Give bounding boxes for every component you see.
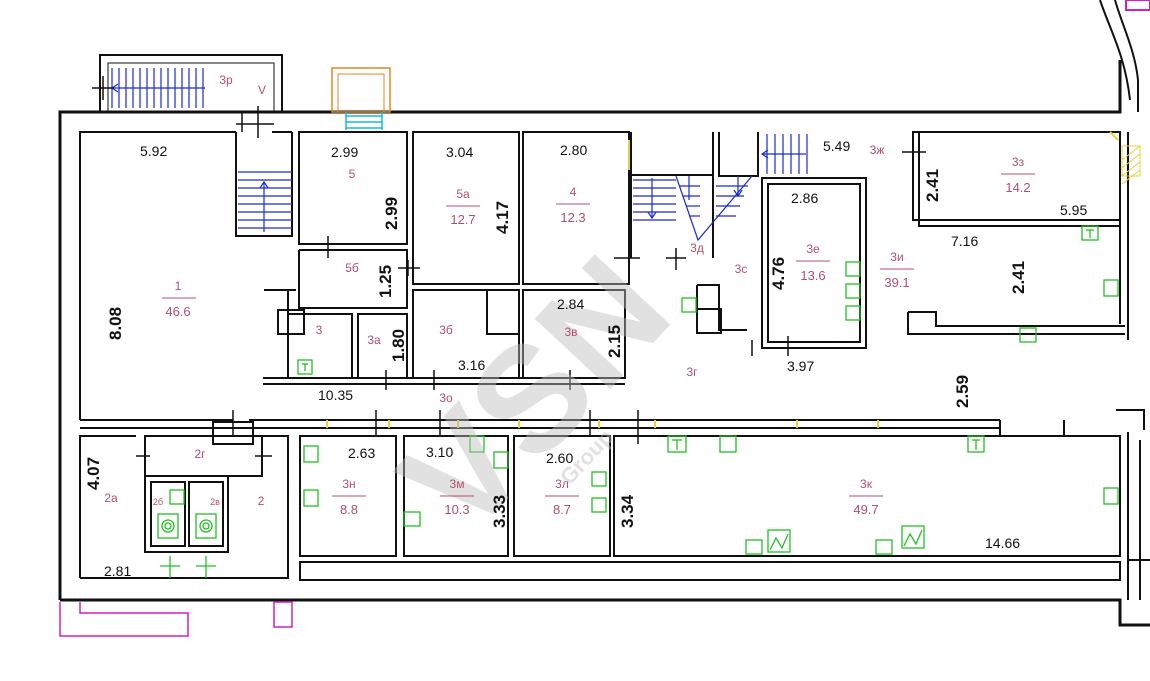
room-3m-name: 3м	[450, 477, 465, 491]
dim-1035: 10.35	[318, 387, 353, 403]
room-2g-name: 2г	[194, 447, 206, 461]
interior-walls	[79, 131, 1150, 600]
room-4-name: 4	[570, 185, 577, 199]
watermark-text: VSN	[367, 224, 700, 564]
room-3k-name: 3к	[860, 477, 873, 491]
dim-259: 2.59	[953, 375, 972, 408]
stair-3e	[760, 134, 808, 174]
dim-260: 2.60	[546, 450, 573, 466]
dim-263: 2.63	[348, 445, 375, 461]
toilets	[157, 513, 217, 578]
dim-316: 3.16	[458, 357, 485, 373]
dim-595: 5.95	[1060, 202, 1087, 218]
room-2-name: 2	[258, 494, 265, 508]
room-3g-name: 3г	[686, 365, 698, 379]
room-3a-name: 3а	[367, 333, 381, 347]
room-3r-name: 3р	[219, 73, 233, 87]
room-5a-name: 5а	[456, 187, 470, 201]
v-mark: V	[258, 83, 266, 97]
stair-1	[238, 171, 292, 232]
exterior-walls	[58, 60, 1150, 627]
dim-180: 1.80	[389, 329, 408, 362]
room-3-name: 3	[316, 323, 323, 337]
room-2b-name: 2б	[153, 497, 163, 507]
room-3z-area: 14.2	[1005, 180, 1030, 195]
wall-ticks	[136, 142, 926, 464]
stair-3d	[633, 175, 753, 242]
entrance-canopy	[331, 67, 391, 130]
room-3o-name: 3о	[439, 391, 453, 405]
room-3k-area: 49.7	[853, 502, 878, 517]
dim-417: 4.17	[493, 201, 512, 234]
hatched-area	[1121, 145, 1141, 185]
dim-808: 8.08	[106, 307, 125, 340]
dim-286: 2.86	[791, 190, 818, 206]
dim-1466: 14.66	[985, 535, 1020, 551]
room-5b-name: 5б	[345, 261, 359, 275]
dim-397: 3.97	[787, 358, 814, 374]
room-3e-name: 3е	[806, 242, 820, 256]
room-3n-area: 8.8	[340, 502, 358, 517]
room-3v-name: 3в	[564, 325, 577, 339]
door-markers	[326, 131, 1119, 428]
room-3i-area: 39.1	[884, 275, 909, 290]
dim-333: 3.33	[490, 495, 509, 528]
room-3l-name: 3л	[555, 477, 569, 491]
dim-299a: 2.99	[331, 144, 358, 160]
dim-716: 7.16	[951, 233, 978, 249]
room-2a-name: 2а	[104, 491, 118, 505]
dim-476: 4.76	[769, 257, 788, 290]
room-2v-name: 2в	[210, 497, 220, 507]
dim-281: 2.81	[104, 563, 131, 579]
dim-215: 2.15	[605, 325, 624, 358]
upper-right-fragment	[1099, 0, 1150, 112]
room-3m-area: 10.3	[444, 502, 469, 517]
room-3l-area: 8.7	[553, 502, 571, 517]
bottom-annex-outlines	[59, 601, 293, 637]
dim-304: 3.04	[446, 144, 473, 160]
room-1-name: 1	[175, 279, 182, 293]
dim-334: 3.34	[618, 494, 637, 528]
dim-299b: 2.99	[382, 197, 401, 230]
dim-125: 1.25	[376, 265, 395, 298]
dim-241a: 2.41	[923, 169, 942, 202]
radiator-ticks	[302, 229, 1094, 450]
room-1-area: 46.6	[165, 304, 190, 319]
heaters	[767, 525, 925, 553]
dimensions: 5.92 8.08 2.99 2.99 3.04 4.17 2.80 1.25 …	[84, 138, 1087, 579]
room-4-area: 12.3	[560, 210, 585, 225]
room-3n-name: 3н	[342, 477, 355, 491]
room-3z-name: 3з	[1012, 155, 1025, 169]
dim-549: 5.49	[823, 138, 850, 154]
radiators	[169, 225, 1119, 555]
room-5-name: 5	[349, 167, 356, 181]
room-3i-name: 3и	[890, 250, 903, 264]
dim-310: 3.10	[426, 444, 453, 460]
room-3zh-name: 3ж	[870, 143, 885, 157]
room-3e-area: 13.6	[800, 268, 825, 283]
room-3s-name: 3с	[735, 262, 748, 276]
dim-241b: 2.41	[1009, 261, 1028, 294]
room-3d-name: 3д	[690, 241, 704, 255]
watermark: VSN Group	[367, 224, 700, 564]
stair-annex-3r	[92, 54, 283, 138]
room-5a-area: 12.7	[450, 212, 475, 227]
dim-407: 4.07	[84, 457, 103, 490]
room-3b-name: 3б	[439, 323, 453, 337]
room-labels: 1 46.6 5 5а 12.7 4 12.3 5б 3 3а 3б 3в 3г…	[104, 73, 1035, 517]
dim-284: 2.84	[557, 296, 584, 312]
dim-280: 2.80	[560, 142, 587, 158]
dim-592: 5.92	[140, 143, 167, 159]
